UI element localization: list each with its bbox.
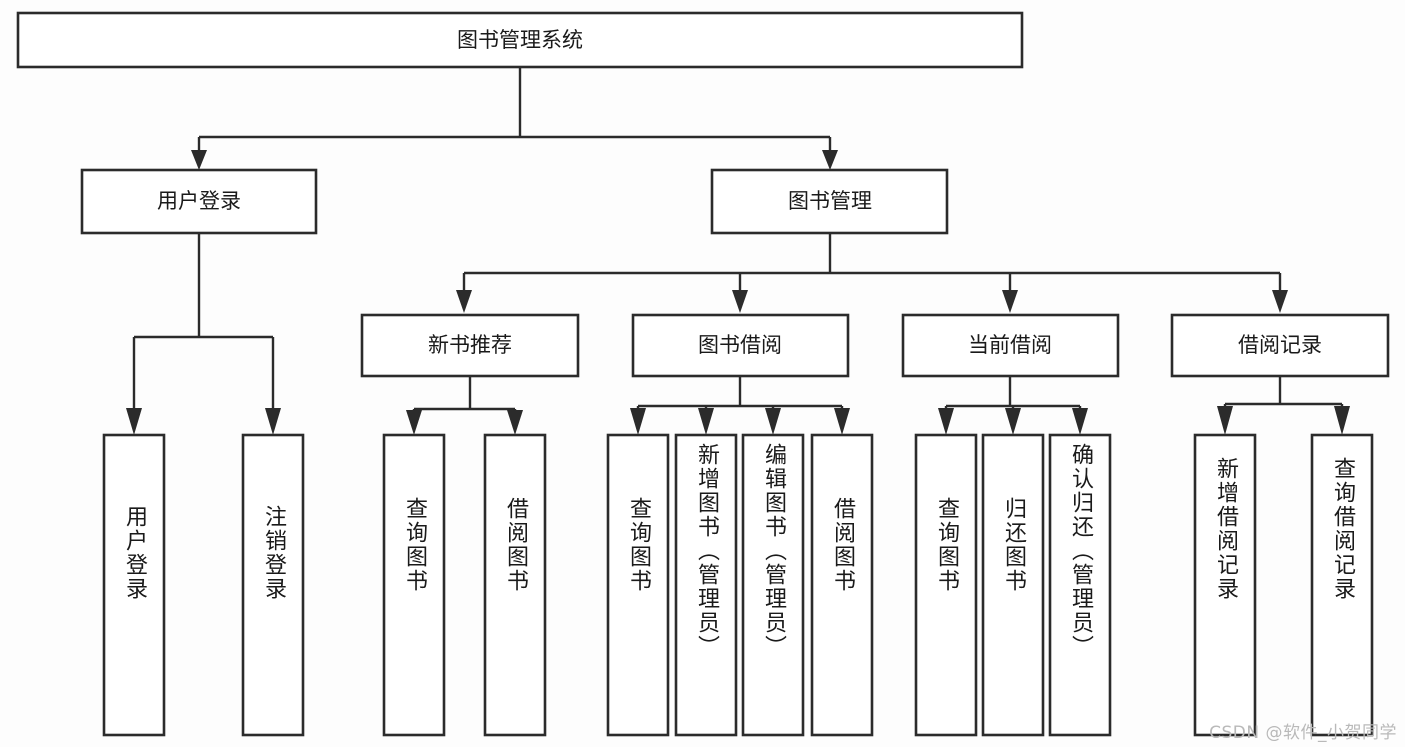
connector-group-root: [191, 67, 838, 170]
connector-group-new-book: [406, 376, 523, 435]
arrowhead-root-to-user-login: [191, 150, 207, 170]
node-book-mgmt-label: 图书管理: [788, 189, 872, 213]
arrowhead-borrow-record-leaf-0: [1217, 406, 1233, 435]
arrowhead-borrow-record-leaf-1: [1334, 406, 1350, 435]
leaf-box-book-borrow-0[interactable]: [606, 433, 670, 737]
leaf-box-book-borrow-3[interactable]: [810, 433, 874, 737]
leaf-box-book-borrow-2[interactable]: [741, 433, 805, 737]
node-user-login-label: 用户登录: [157, 189, 241, 213]
leaf-box-borrow-record-1[interactable]: [1310, 433, 1374, 737]
leaf-box-new-book-0[interactable]: [382, 433, 446, 737]
arrowhead-user-login-leaf-0: [126, 408, 142, 435]
csdn-watermark: CSDN @软件_小贺同学: [1209, 723, 1397, 743]
node-book-mgmt-box[interactable]: [710, 168, 949, 235]
arrowhead-book-borrow-leaf-3: [834, 408, 850, 435]
connector-group-book-mgmt: [456, 233, 1288, 313]
node-book-borrow-label: 图书借阅: [698, 333, 782, 357]
leaf-box-current-borrow-2[interactable]: [1048, 433, 1112, 737]
leaf-box-user-login-1[interactable]: [241, 433, 305, 737]
leaf-box-new-book-1[interactable]: [483, 433, 547, 737]
leaf-box-borrow-record-0[interactable]: [1193, 433, 1257, 737]
node-current-borrow-box[interactable]: [901, 313, 1120, 378]
arrowhead-book-borrow-leaf-0: [630, 408, 646, 435]
leaf-box-user-login-0[interactable]: [102, 433, 166, 737]
connector-group-borrow-record: [1217, 376, 1350, 435]
arrowhead-book-mgmt-to-borrow-record: [1272, 290, 1288, 313]
arrowhead-book-borrow-leaf-2: [765, 408, 781, 435]
node-root-label: 图书管理系统: [457, 28, 583, 52]
node-user-login-box[interactable]: [80, 168, 318, 235]
node-new-book-box[interactable]: [360, 313, 580, 378]
node-current-borrow-label: 当前借阅: [968, 333, 1052, 357]
node-borrow-record-label: 借阅记录: [1238, 333, 1322, 357]
leaf-box-current-borrow-0[interactable]: [914, 433, 978, 737]
leaf-box-current-borrow-1[interactable]: [981, 433, 1045, 737]
arrowhead-current-borrow-leaf-0: [938, 408, 954, 435]
arrowhead-current-borrow-leaf-1: [1005, 408, 1021, 435]
node-new-book-label: 新书推荐: [428, 333, 512, 357]
arrowhead-book-borrow-leaf-1: [698, 408, 714, 435]
arrowhead-user-login-leaf-1: [265, 408, 281, 435]
arrowhead-new-book-leaf-0: [406, 410, 422, 435]
connector-group-user-login: [126, 233, 281, 435]
leaf-box-book-borrow-1[interactable]: [674, 433, 738, 737]
arrowhead-book-mgmt-to-current-borrow: [1002, 290, 1018, 313]
arrowhead-new-book-leaf-1: [507, 410, 523, 435]
arrowhead-current-borrow-leaf-2: [1072, 408, 1088, 435]
node-book-borrow-box[interactable]: [631, 313, 850, 378]
node-borrow-record-box[interactable]: [1170, 313, 1390, 378]
arrowhead-book-mgmt-to-new-book: [456, 290, 472, 313]
connector-group-current-borrow: [938, 376, 1088, 435]
connector-group-book-borrow: [630, 376, 850, 435]
arrowhead-book-mgmt-to-book-borrow: [732, 290, 748, 313]
node-root-box[interactable]: [16, 11, 1024, 69]
arrowhead-root-to-book-mgmt: [822, 150, 838, 170]
